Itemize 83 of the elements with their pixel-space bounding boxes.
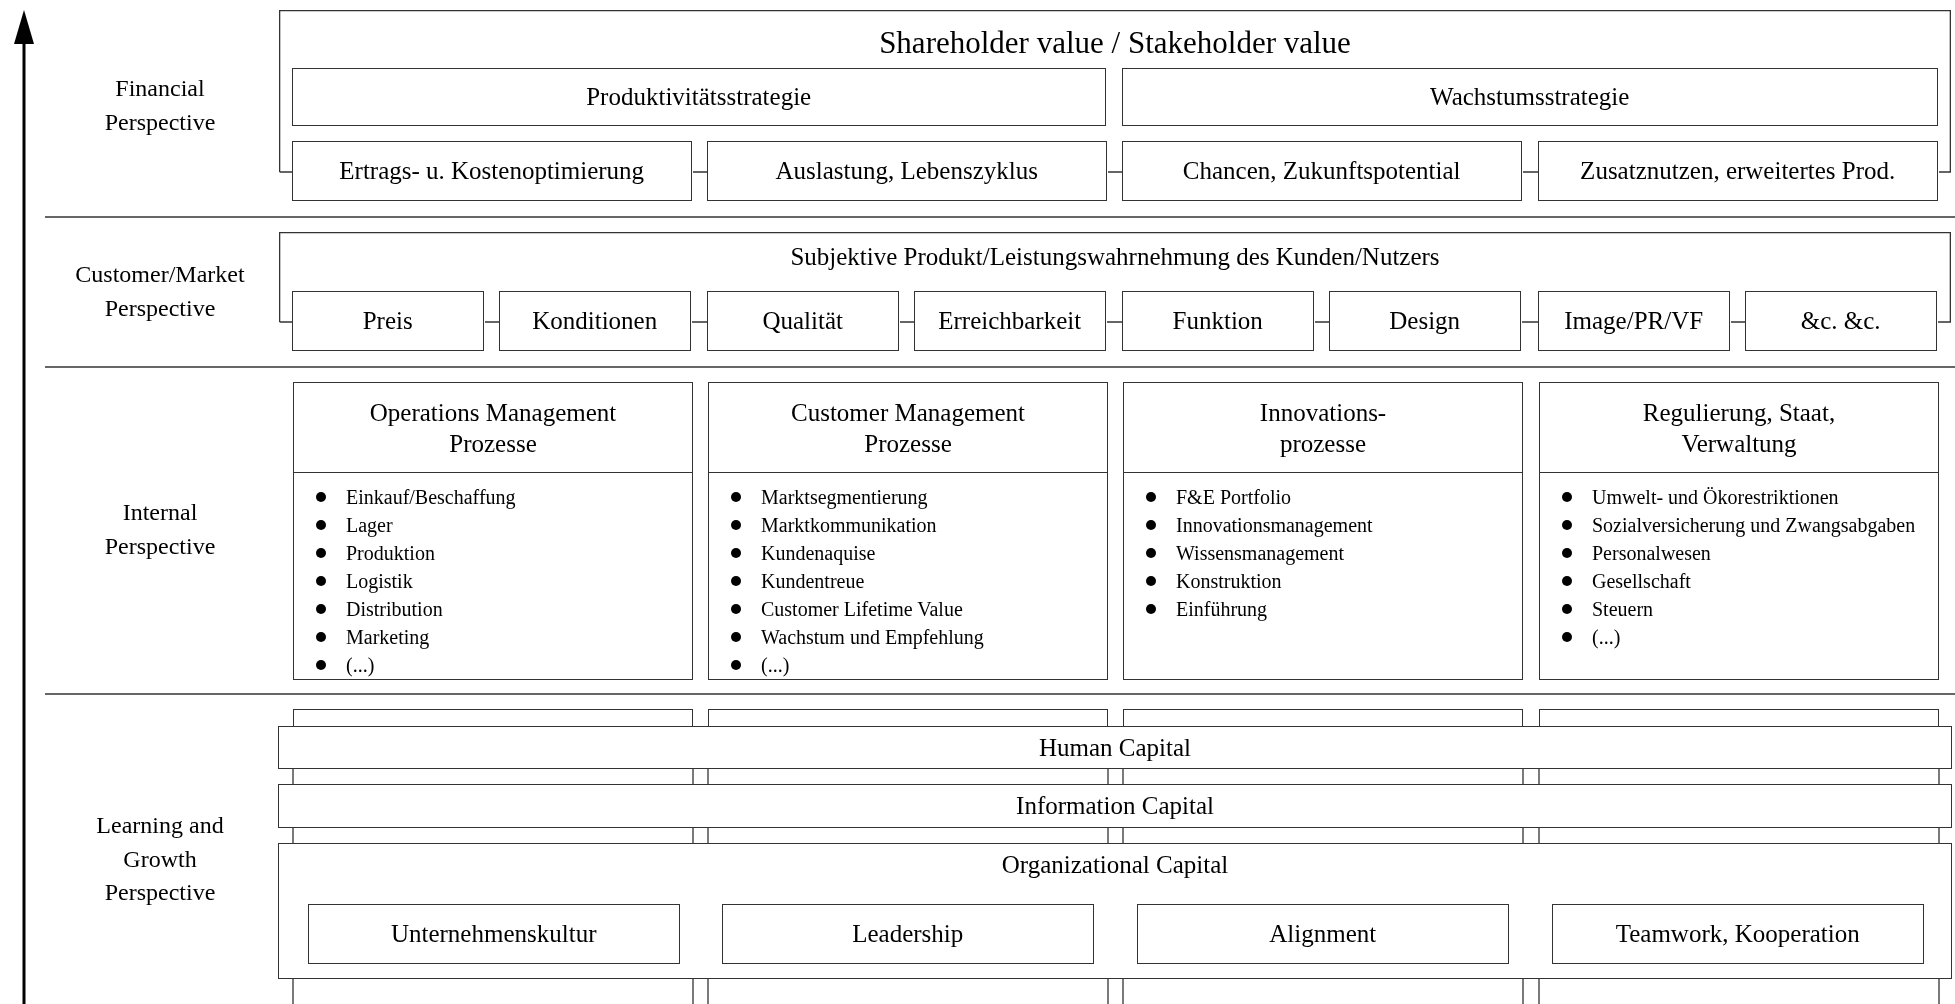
box-label: Wachstumsstrategie [1430, 81, 1630, 112]
perspective-panel [279, 10, 1951, 203]
card-heading: Innovations- prozesse [1258, 397, 1388, 459]
process-card [708, 382, 1108, 680]
bullet-item: Gesellschaft [1560, 567, 1691, 595]
bullet-item: Personalwesen [1560, 539, 1711, 567]
bullet-item: F&E Portfolio [1144, 483, 1291, 511]
bullet-item: Innovationsmanagement [1144, 511, 1373, 539]
bullet-item: Kundenaquise [729, 539, 876, 567]
bullet-item: Customer Lifetime Value [729, 595, 963, 623]
box-label: Erreichbarkeit [938, 305, 1082, 336]
box-label: Produktivitätsstrategie [586, 81, 812, 112]
box-label: Design [1389, 305, 1461, 336]
bullet-item: Wachstum und Empfehlung [729, 623, 984, 651]
perspective-panel [279, 232, 1951, 353]
box-label: Funktion [1172, 305, 1263, 336]
bullet-item: Marktkommunikation [729, 511, 937, 539]
process-card [1539, 382, 1939, 680]
process-box [291, 67, 1106, 126]
box-label: Qualität [762, 305, 843, 336]
box-label: &c. &c. [1800, 305, 1881, 336]
process-box [291, 290, 484, 351]
bullet-item: (...) [729, 651, 790, 679]
process-box [1537, 290, 1730, 351]
bullet-item: Distribution [314, 595, 443, 623]
box-label: Alignment [1269, 918, 1377, 949]
bullet-item: Wissensmanagement [1144, 539, 1345, 567]
box-label: Unternehmenskultur [390, 918, 597, 949]
box-label: Human Capital [1038, 732, 1192, 763]
bullet-item: Logistik [314, 567, 413, 595]
process-box [1121, 67, 1938, 126]
process-box [913, 290, 1106, 351]
process-box [498, 290, 691, 351]
box-label: Zusatznutzen, erweitertes Prod. [1580, 155, 1896, 186]
bullet-item: Einführung [1144, 595, 1268, 623]
card-heading: Operations Management Prozesse [368, 397, 618, 459]
card-heading: Regulierung, Staat, Verwaltung [1641, 397, 1837, 459]
process-box [1328, 290, 1521, 351]
perspective-label: Financial Perspective [103, 74, 217, 137]
process-box [1551, 903, 1924, 964]
box-label: Auslastung, Lebenszyklus [775, 155, 1038, 186]
panel-heading: Organizational Capital [1001, 850, 1229, 880]
process-box [706, 290, 899, 351]
process-card [293, 382, 693, 680]
process-box [291, 140, 692, 201]
bullet-item: Kundentreue [729, 567, 865, 595]
process-box [278, 726, 1952, 769]
process-box [1121, 290, 1314, 351]
bullet-item: Umwelt- und Ökorestriktionen [1560, 483, 1839, 511]
panel-heading: Subjektive Produkt/Leistungswahrnehmung des Kunden/Nutzers [790, 242, 1440, 272]
perspective-label: Internal Perspective [103, 498, 217, 561]
box-label: Konditionen [532, 305, 658, 336]
bullet-item: Einkauf/Beschaffung [314, 483, 516, 511]
card-heading: Customer Management Prozesse [790, 397, 1026, 459]
box-label: Ertrags- u. Kostenoptimierung [339, 155, 645, 186]
process-box [1136, 903, 1509, 964]
bullet-item: Steuern [1560, 595, 1654, 623]
bullet-item: Konstruktion [1144, 567, 1282, 595]
bullet-item: Produktion [314, 539, 435, 567]
bullet-item: Sozialversicherung und Zwangsabgaben [1560, 511, 1916, 539]
capital-panel [278, 843, 1952, 979]
panel-heading: Shareholder value / Stakeholder value [879, 24, 1351, 62]
process-box [1537, 140, 1938, 201]
box-label: Image/PR/VF [1564, 305, 1704, 336]
process-box [307, 903, 680, 964]
box-label: Information Capital [1016, 791, 1214, 821]
perspective-label: Learning and Growth Perspective [95, 810, 225, 907]
process-box [1744, 290, 1937, 351]
bullet-item: Marketing [314, 623, 430, 651]
process-box [1121, 140, 1522, 201]
box-label: Leadership [852, 918, 964, 949]
bullet-item: Lager [314, 511, 393, 539]
process-box [278, 784, 1952, 828]
box-label: Chancen, Zukunftspotential [1182, 155, 1461, 186]
box-label: Preis [362, 305, 413, 336]
process-card [1123, 382, 1523, 680]
bullet-item: (...) [314, 651, 375, 679]
process-box [721, 903, 1094, 964]
bullet-item: Marktsegmentierung [729, 483, 928, 511]
bullet-item: (...) [1560, 623, 1621, 651]
process-box [706, 140, 1107, 201]
box-label: Teamwork, Kooperation [1615, 918, 1860, 949]
perspective-label: Customer/Market Perspective [74, 260, 246, 323]
